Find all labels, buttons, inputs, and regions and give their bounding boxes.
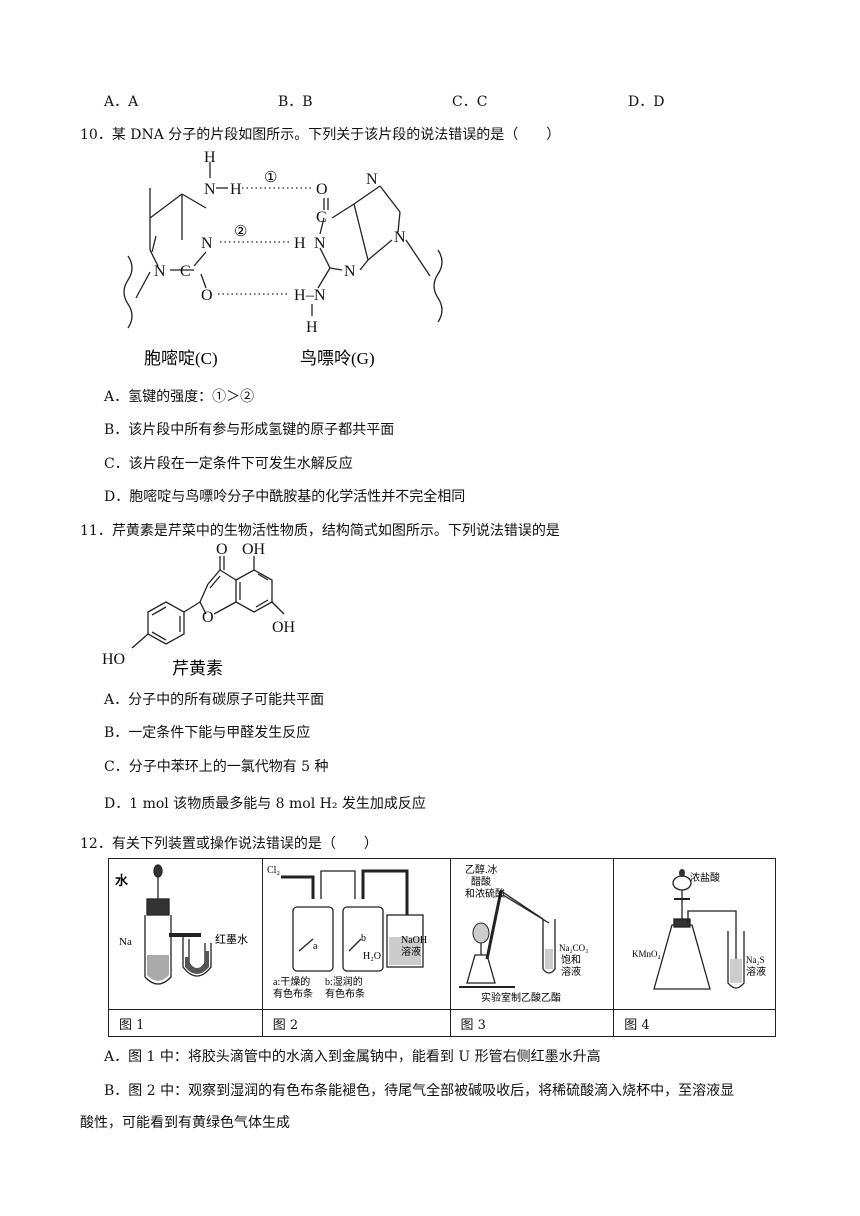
svg-text:‒: ‒ <box>305 287 315 304</box>
fig4-acid-label: 浓盐酸 <box>690 871 720 884</box>
svg-text:N: N <box>314 235 326 252</box>
q12-option-b: B．图 2 中：观察到湿润的有色布条能褪色，待尾气全部被碱吸收后，将稀硫酸滴入烧… <box>104 1083 735 1099</box>
fig2-cl2-label: Cl₂ <box>267 865 280 876</box>
fig2-cap-a2: 有色布条 <box>273 987 313 1000</box>
svg-text:C: C <box>316 209 327 226</box>
figure-1-caption: 图 1 <box>108 1009 263 1037</box>
q10-stem: 10．某 DNA 分子的片段如图所示。下列关于该片段的说法错误的是（ ） <box>80 127 561 143</box>
figure-3-apparatus: 乙醇.冰 醋酸 和浓硫酸 Na₂CO₃ 饱和 溶液 实验室制乙酸乙酯 <box>458 863 588 1004</box>
figure-2-caption: 图 2 <box>261 1009 451 1037</box>
fig2-cap-b2: 有色布条 <box>325 987 365 1000</box>
figure-1-apparatus: 水 Na 红墨水 <box>115 864 248 985</box>
figure-3-caption: 图 3 <box>449 1009 615 1037</box>
figure-4-caption: 图 4 <box>613 1009 776 1037</box>
q10-option-a: A．氢键的强度：①＞② <box>104 389 255 405</box>
svg-text:OH: OH <box>272 619 296 636</box>
q11-option-b: B．一定条件下能与甲醛发生反应 <box>104 725 311 741</box>
figure-4-cell: 浓盐酸 KMnO₄ Na₂S 溶液 <box>613 858 776 1010</box>
fig1-water-label: 水 <box>115 873 129 888</box>
q9-option-b: B．B <box>278 94 313 110</box>
fig2-cap-a1: a:干燥的 <box>273 975 310 988</box>
svg-text:N: N <box>394 229 406 246</box>
svg-text:OH: OH <box>242 541 266 558</box>
q10-option-c: C．该片段在一定条件下可发生水解反应 <box>104 456 353 472</box>
fig4-na2s-label: Na₂S <box>746 955 765 965</box>
q10-option-b: B．该片段中所有参与形成氢键的原子都共平面 <box>104 422 395 438</box>
figure-1-cell: 水 Na 红墨水 <box>108 858 263 1010</box>
svg-text:HO: HO <box>102 651 125 668</box>
fig2-a-label: a <box>313 941 318 952</box>
fig1-ink-label: 红墨水 <box>215 933 248 946</box>
q10-option-d: D．胞嘧啶与鸟嘌呤分子中酰胺基的化学活性并不完全相同 <box>104 489 466 505</box>
q12-option-b-continued: 酸性，可能看到有黄绿色气体生成 <box>80 1115 290 1131</box>
dna-fragment-figure: H N H N N C O O C H N N H ‒ N H N N ① ② … <box>123 149 443 368</box>
fig2-naoh-label: NaOH <box>401 935 427 946</box>
svg-text:N: N <box>201 235 213 252</box>
svg-text:O: O <box>316 181 328 198</box>
fig3-sol-line3: 溶液 <box>561 965 581 978</box>
svg-text:N: N <box>204 181 216 198</box>
cytosine-label: 胞嘧啶(C) <box>144 349 218 368</box>
fig4-kmno4-label: KMnO₄ <box>632 949 661 959</box>
svg-text:N: N <box>314 287 326 304</box>
figure-4-apparatus: 浓盐酸 KMnO₄ Na₂S 溶液 <box>632 869 766 990</box>
svg-text:N: N <box>154 263 166 280</box>
svg-text:N: N <box>366 171 378 188</box>
q9-option-c: C．C <box>452 94 488 110</box>
fig2-h2o-label: H₂O <box>363 951 381 962</box>
fig3-sol-line2: 饱和 <box>561 954 581 966</box>
bond-label-1: ① <box>264 170 277 186</box>
svg-text:H: H <box>294 235 306 252</box>
fig2-cap-b1: b:湿润的 <box>325 975 363 988</box>
q11-option-a: A．分子中的所有碳原子可能共平面 <box>104 692 325 708</box>
q11-option-d: D．1 mol 该物质最多能与 8 mol H₂ 发生加成反应 <box>104 796 426 812</box>
svg-text:N: N <box>344 263 356 280</box>
svg-text:H: H <box>294 287 306 304</box>
q12-option-a: A．图 1 中：将胶头滴管中的水滴入到金属钠中，能看到 U 形管右侧红墨水升高 <box>104 1049 601 1065</box>
svg-text:O: O <box>201 287 213 304</box>
guanine-label: 鸟嘌呤(G) <box>300 349 375 368</box>
q9-option-a: A．A <box>104 94 139 110</box>
fig3-reagent-line3: 和浓硫酸 <box>465 887 505 900</box>
fig2-b-label: b <box>361 933 366 944</box>
fig4-solution-label: 溶液 <box>746 965 766 978</box>
fig3-caption: 实验室制乙酸乙酯 <box>481 991 561 1004</box>
figure-3-cell: 乙醇.冰 醋酸 和浓硫酸 Na₂CO₃ 饱和 溶液 实验室制乙酸乙酯 <box>449 858 615 1010</box>
apigenin-label: 芹黄素 <box>172 659 223 678</box>
q11-option-c: C．分子中苯环上的一氯代物有 5 种 <box>104 759 329 775</box>
svg-text:O: O <box>202 609 214 626</box>
svg-text:H: H <box>204 149 216 166</box>
fig2-solution-label: 溶液 <box>401 945 421 958</box>
fig3-sol-line1: Na₂CO₃ <box>559 943 588 953</box>
figure-2-apparatus: Cl₂ a b H₂O NaOH 溶液 a:干燥的 有色布条 b:湿润的 有色布… <box>267 865 427 1000</box>
svg-text:C: C <box>180 263 191 280</box>
q9-option-d: D．D <box>628 94 665 110</box>
bond-label-2: ② <box>234 224 247 240</box>
fig3-reagent-line1: 乙醇.冰 <box>465 863 498 876</box>
apigenin-structure-figure: O OH O OH HO 芹黄素 <box>102 541 296 678</box>
svg-text:O: O <box>216 541 228 558</box>
svg-text:H: H <box>306 319 318 336</box>
q12-stem: 12．有关下列装置或操作说法错误的是（ ） <box>80 836 378 852</box>
fig3-reagent-line2: 醋酸 <box>471 875 491 888</box>
q11-stem: 11．芹黄素是芹菜中的生物活性物质，结构简式如图所示。下列说法错误的是 <box>80 523 560 539</box>
figure-2-cell: Cl₂ a b H₂O NaOH 溶液 a:干燥的 有色布条 b:湿润的 有色布… <box>261 858 451 1010</box>
svg-text:H: H <box>230 181 242 198</box>
apparatus-table: 水 Na 红墨水 Cl₂ a b <box>108 858 776 1037</box>
fig1-na-label: Na <box>119 936 132 948</box>
